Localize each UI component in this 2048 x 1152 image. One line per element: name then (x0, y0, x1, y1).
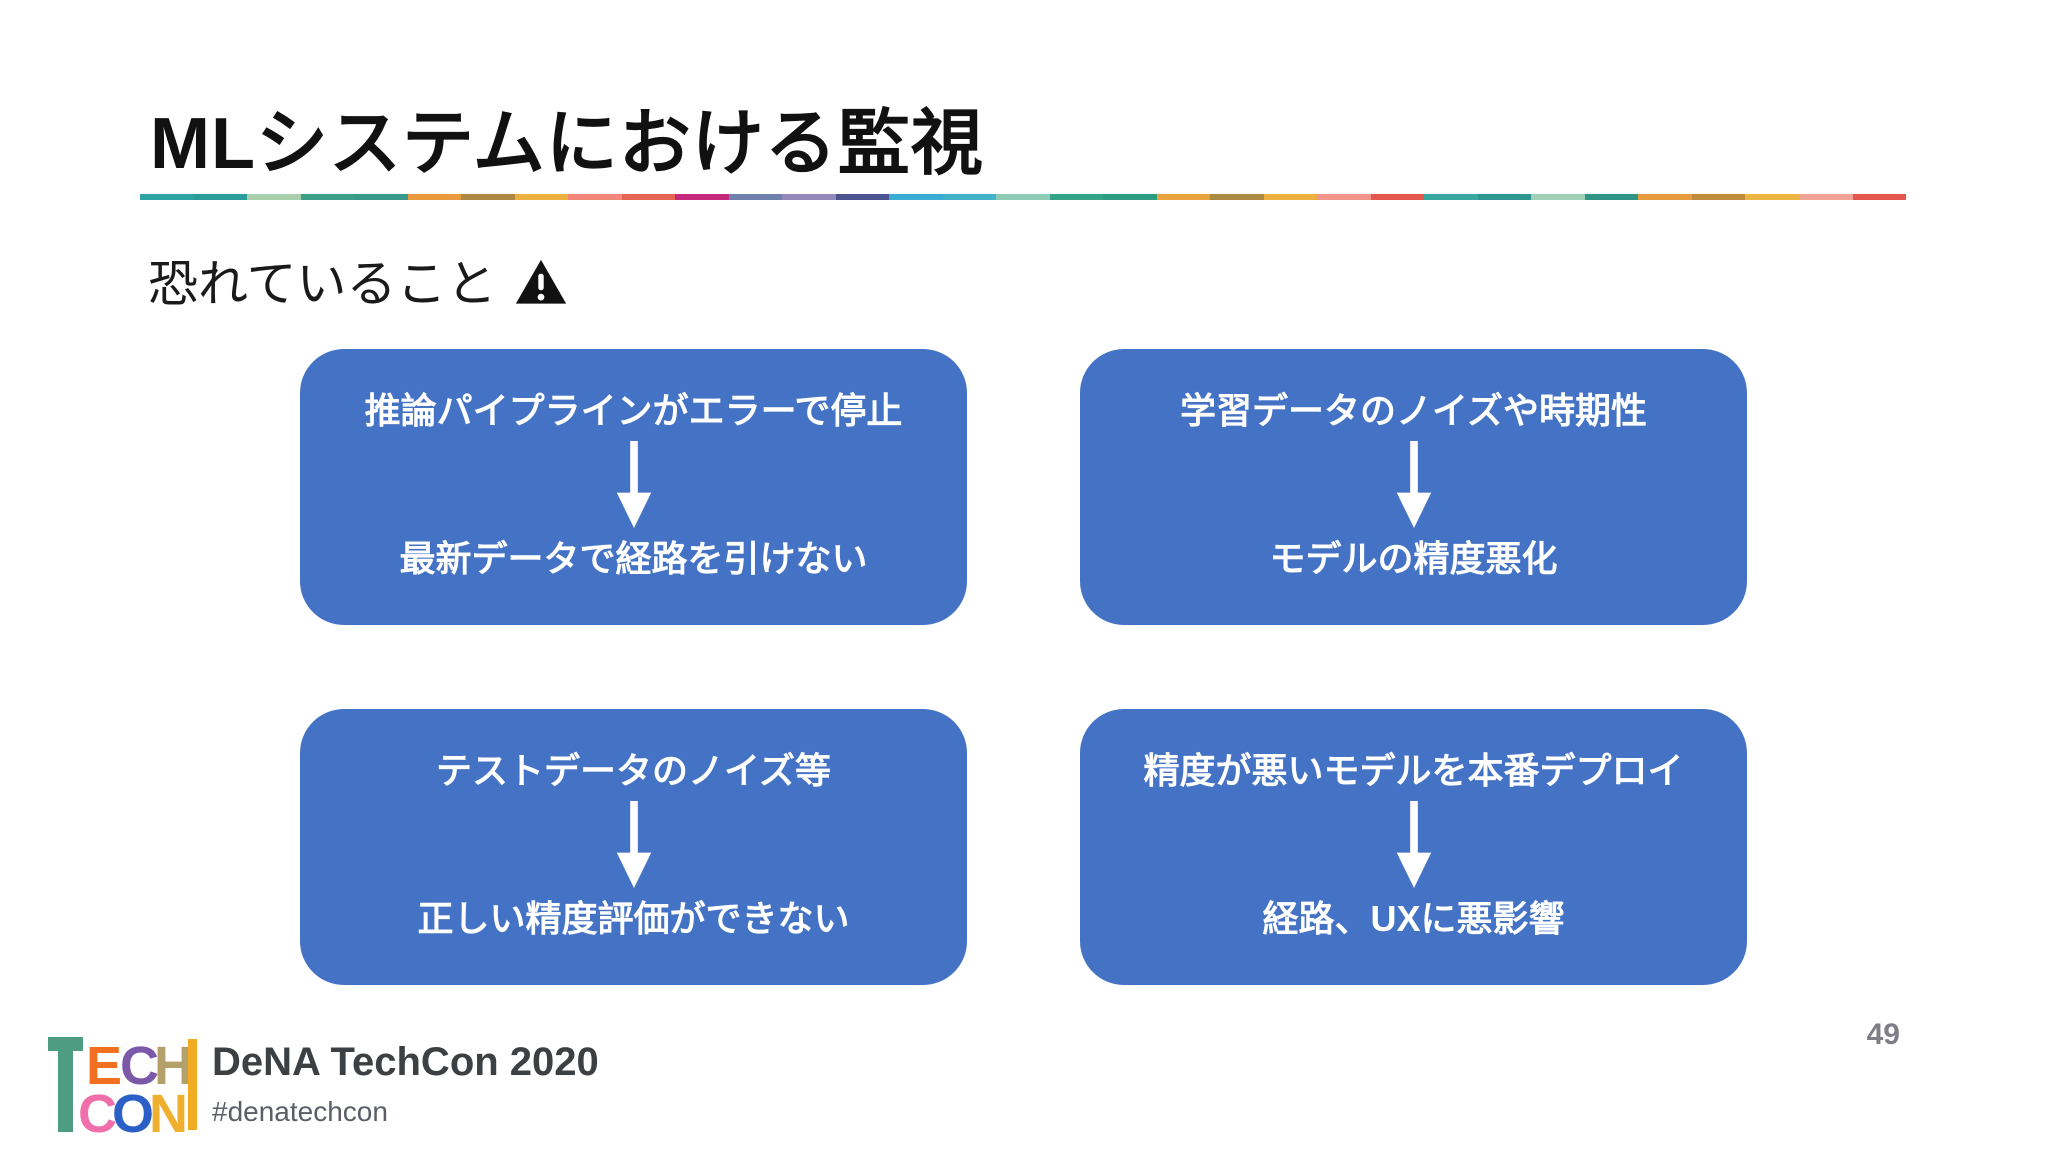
card-effect-text: 最新データで経路を引けない (399, 538, 868, 580)
card-bad-model-deploy: 精度が悪いモデルを本番デプロイ 経路、UXに悪影響 (1080, 709, 1747, 985)
divider-segment (1531, 194, 1585, 200)
down-arrow-icon (1396, 801, 1431, 889)
divider-segment (461, 194, 515, 200)
subtitle: 恐れていること (148, 256, 497, 312)
divider-segment (1103, 194, 1157, 200)
brand-hashtag: #denatechcon (212, 1096, 388, 1127)
card-effect-text: モデルの精度悪化 (1269, 538, 1558, 580)
divider-segment (1691, 194, 1746, 200)
logo-letter: E (86, 1036, 122, 1096)
divider-segment (1638, 194, 1692, 200)
logo-letter: N (149, 1084, 188, 1136)
divider-segment (300, 194, 355, 200)
card-cause-text: テストデータのノイズ等 (436, 750, 831, 791)
logo-letter: C (78, 1084, 117, 1136)
card-cause-text: 精度が悪いモデルを本番デプロイ (1143, 750, 1684, 791)
card-training-data-noise: 学習データのノイズや時期性 モデルの精度悪化 (1080, 349, 1747, 625)
divider-segment (889, 194, 943, 200)
divider-segment (1852, 194, 1907, 200)
divider-segment (1798, 194, 1853, 200)
divider-segment (140, 194, 194, 200)
divider-segment (1210, 194, 1264, 200)
page-number: 49 (1866, 1018, 1900, 1051)
divider-segment (942, 194, 997, 200)
down-arrow-icon (1396, 441, 1431, 529)
divider-segment (1745, 194, 1799, 200)
divider-segment (514, 194, 569, 200)
card-effect-text: 正しい精度評価ができない (417, 898, 850, 940)
divider-segment (1317, 194, 1371, 200)
divider-segment (1477, 194, 1532, 200)
divider-segment (1049, 194, 1104, 200)
card-cause-text: 推論パイプラインがエラーで停止 (364, 390, 903, 431)
card-effect-text: 経路、UXに悪影響 (1262, 898, 1565, 940)
card-inference-pipeline-error: 推論パイプラインがエラーで停止 最新データで経路を引けない (300, 349, 967, 625)
divider-segment (568, 194, 622, 200)
divider-segment (675, 194, 729, 200)
down-arrow-icon (616, 441, 651, 529)
divider-segment (996, 194, 1050, 200)
divider-segment (247, 194, 301, 200)
divider-segment (728, 194, 783, 200)
divider-segment (407, 194, 462, 200)
logo-letter: C (120, 1036, 159, 1096)
divider-segment (835, 194, 890, 200)
logo-letter: O (112, 1084, 154, 1136)
brand-title: DeNA TechCon 2020 (212, 1040, 599, 1084)
page-title: MLシステムにおける監視 (150, 104, 984, 184)
divider-segment (621, 194, 676, 200)
divider-segment (1370, 194, 1425, 200)
divider-segment (782, 194, 836, 200)
techcon-logo-icon: E C H C O N (48, 1036, 197, 1136)
warning-triangle-icon (515, 259, 566, 304)
divider-segment (354, 194, 408, 200)
divider-segment (1156, 194, 1211, 200)
divider-segment (193, 194, 248, 200)
subtitle-row: 恐れていること (148, 244, 567, 316)
down-arrow-icon (616, 801, 651, 889)
rainbow-divider (140, 194, 1907, 200)
divider-segment (1263, 194, 1318, 200)
logo-letter: H (154, 1036, 193, 1096)
divider-segment (1424, 194, 1478, 200)
card-cause-text: 学習データのノイズや時期性 (1180, 390, 1647, 431)
divider-segment (1584, 194, 1639, 200)
card-test-data-noise: テストデータのノイズ等 正しい精度評価ができない (300, 709, 967, 985)
